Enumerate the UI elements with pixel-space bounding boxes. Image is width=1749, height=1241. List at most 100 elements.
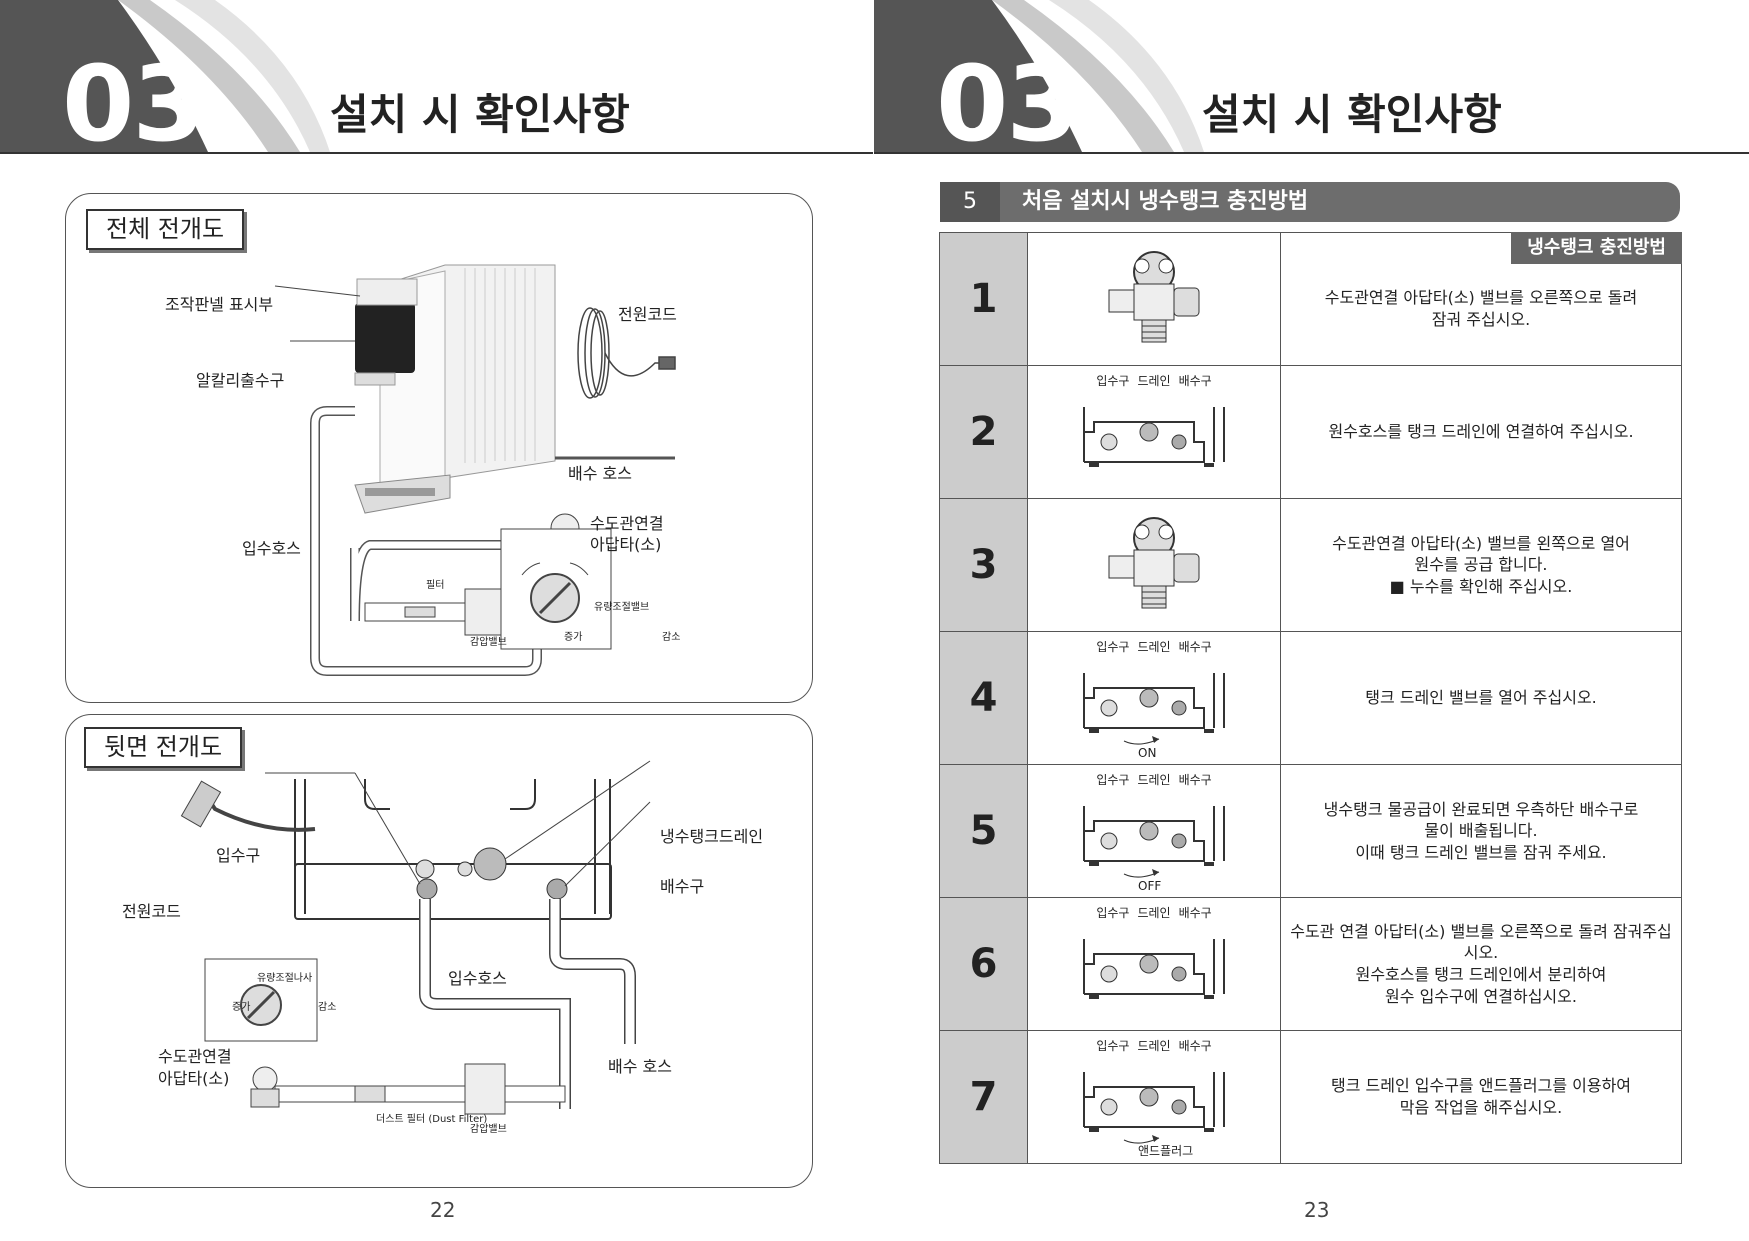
instruction-line: 원수를 공급 합니다. [1414,555,1548,575]
label-increase: 증가 [232,1002,251,1013]
instruction-line: 수도관연결 아답타(소) 밸브를 오른쪽으로 돌려 [1324,288,1638,308]
port-label: 배수구 [1178,773,1212,787]
step-row: 6 입수구 드레인 배수구 수도관 연결 아답터(소) 밸브를 오른쪽으로 돌려 잠궈주… [939,897,1682,1031]
port-label: 배수구 [1178,374,1212,388]
label-pressure-valve: 감압밸브 [470,1124,507,1135]
label-drain-hose: 배수 호스 [568,464,632,483]
step-port-labels: 입수구 드레인 배수구 [1028,771,1280,788]
label-pressure-valve: 감압밸브 [470,637,507,648]
port-label: 드레인 [1137,906,1171,920]
label-control-panel: 조작판넬 표시부 [165,295,274,314]
label-inlet-hose: 입수호스 [448,969,507,988]
label-flow-valve: 유량조절밸브 [594,602,650,613]
instruction-line: 원수 입수구에 연결하십시오. [1385,986,1577,1006]
instruction-line: 탱크 드레인 밸브를 열어 주십시오. [1365,688,1597,708]
step-number: 3 [939,498,1028,632]
port-label: 입수구 [1096,374,1130,388]
step-number: 5 [939,764,1028,898]
step-number: 7 [939,1030,1028,1164]
instruction-line: ■ 누수를 확인해 주십시오. [1389,576,1573,596]
page-number: 22 [430,1198,456,1222]
step-illustration: 입수구 드레인 배수구 [1027,897,1281,1031]
label-adapter-line1: 수도관연결 [158,1047,232,1066]
label-filter: 필터 [426,580,445,591]
port-label: 드레인 [1137,1039,1171,1053]
right-header-graphic [874,0,1204,152]
step-number: 1 [939,232,1028,366]
rear-diagram [180,760,651,1115]
rear-panel [65,714,813,1188]
step-illustration [1027,498,1281,632]
instruction-line: 이때 탱크 드레인 밸브를 잠궈 주세요. [1355,842,1607,862]
label-alkaline-outlet: 알칼리출수구 [196,371,285,390]
port-label: 입수구 [1096,773,1130,787]
instruction-line: 수도관연결 아답타(소) 밸브를 왼쪽으로 열어 [1332,533,1630,553]
purifier-illustration [354,264,556,514]
label-adapter-line2: 아답타(소) [590,535,662,554]
label-inlet: 입수구 [216,846,261,865]
port-label: 배수구 [1178,906,1212,920]
rear-title: 뒷면 전개도 [84,727,243,768]
label-adapter-line2: 아답타(소) [158,1069,230,1088]
label-decrease: 감소 [662,632,681,643]
step-illustration: 입수구 드레인 배수구 OFF [1027,764,1281,898]
step-number: 2 [939,365,1028,499]
step-illustration: 입수구 드레인 배수구 [1027,365,1281,499]
step-port-labels: 입수구 드레인 배수구 [1028,904,1280,921]
label-dust-filter: 더스트 필터 (Dust Filter) [376,1114,488,1125]
port-label: 입수구 [1096,906,1130,920]
step-instruction: 수도관 연결 아답터(소) 밸브를 오른쪽으로 돌려 잠궈주십시오.원수호스를 … [1280,897,1682,1031]
label-inlet-hose: 입수호스 [242,539,301,558]
step-illustration [1027,232,1281,366]
instruction-line: 원수호스를 탱크 드레인에서 분리하여 [1355,965,1607,984]
step-number: 6 [939,897,1028,1031]
label-power-cord: 전원코드 [618,305,677,324]
port-label: 드레인 [1137,640,1171,654]
overview-diagram [274,264,676,676]
port-label: 드레인 [1137,374,1171,388]
instruction-line: 원수호스를 탱크 드레인에 연결하여 주십시오. [1328,422,1634,442]
label-adapter-line1: 수도관연결 [590,514,664,533]
label-power-cord: 전원코드 [122,902,181,921]
chapter-title: 설치 시 확인사항 [1202,90,1502,139]
step-port-labels: 입수구 드레인 배수구 [1028,372,1280,389]
label-cold-tank-drain: 냉수탱크드레인 [660,827,764,846]
instruction-line: 막음 작업을 해주십시오. [1399,1098,1563,1117]
header-rule [874,152,1749,154]
instruction-line: 물이 배출됩니다. [1424,821,1538,841]
port-label: 배수구 [1178,640,1212,654]
chapter-number: 03 [62,43,205,165]
step-number: 4 [939,631,1028,765]
page-number: 23 [1304,1198,1330,1222]
label-flow-screw: 유량조절나사 [257,973,313,984]
section-number: 5 [940,182,1000,222]
port-label: 드레인 [1137,773,1171,787]
section-title: 처음 설치시 냉수탱크 충진방법 [1022,189,1309,214]
table-tag: 냉수탱크 충진방법 [1511,232,1682,265]
left-header-graphic [0,0,330,152]
chapter-number: 03 [936,43,1079,165]
step-extra-label: ON [1138,746,1157,760]
step-extra-label: 앤드플러그 [1138,1144,1194,1158]
overview-title: 전체 전개도 [86,209,245,250]
step-extra-label: OFF [1138,879,1162,893]
section-bar [940,182,1680,222]
power-cord-illustration [577,307,676,399]
header-rule [0,152,874,154]
label-increase: 증가 [564,632,583,643]
instruction-line: 잠궈 주십시오. [1431,310,1531,329]
label-outlet: 배수구 [660,877,705,896]
